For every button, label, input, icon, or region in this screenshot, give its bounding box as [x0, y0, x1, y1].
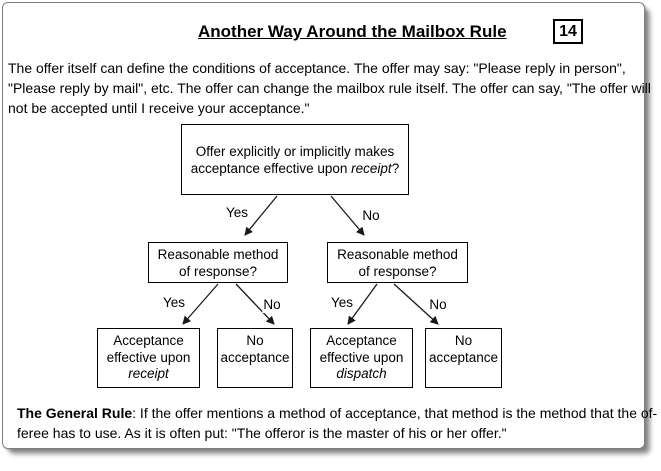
question-left-line-2: of response?	[178, 263, 258, 279]
outcome-box-dispatch: Acceptance effective upon dispatch	[310, 328, 413, 388]
general-rule-line-2: feree has to use. As it is often put: "T…	[17, 425, 507, 441]
root-question-line2-prefix: acceptance effective upon	[190, 160, 352, 176]
branch-label-right-no: No	[428, 296, 448, 313]
page-number-box: 14	[553, 19, 583, 44]
page-number: 14	[559, 22, 577, 40]
general-rule-lead: The General Rule	[17, 405, 133, 421]
branch-label-left-no: No	[262, 296, 282, 313]
outcome-no-right-line-2: acceptance	[428, 349, 499, 365]
intro-paragraph: The offer itself can define the conditio…	[8, 58, 651, 118]
branch-label-root-no: No	[361, 207, 381, 224]
outcome-dispatch-line-1: Acceptance	[326, 333, 397, 348]
outcome-no-right-line-1: No	[454, 333, 473, 348]
outcome-receipt-line-3-italic: receipt	[128, 366, 169, 381]
intro-line-2: "Please reply by mail", etc. The offer c…	[8, 80, 651, 96]
slide-title: Another Way Around the Mailbox Rule	[198, 22, 507, 41]
outcome-box-no-acceptance-left: No acceptance	[217, 328, 293, 388]
root-question-line2-suffix: ?	[391, 160, 400, 176]
outcome-box-receipt: Acceptance effective upon receipt	[97, 328, 200, 388]
outcome-dispatch-line-3-italic: dispatch	[336, 366, 387, 381]
outcome-no-left-line-2: acceptance	[220, 349, 290, 365]
flowchart-root-question-box: Offer explicitly or implicitly makes acc…	[181, 124, 409, 195]
outcome-box-no-acceptance-right: No acceptance	[425, 328, 502, 388]
outcome-receipt-line-1: Acceptance	[113, 333, 184, 348]
outcome-no-left-line-1: No	[246, 333, 264, 348]
outcome-dispatch-line-2: effective upon	[319, 349, 404, 365]
branch-label-left-yes: Yes	[161, 294, 187, 311]
branch-label-root-yes: Yes	[224, 204, 250, 221]
general-rule-paragraph: The General Rule: If the offer mentions …	[17, 403, 657, 443]
root-question-line-2: acceptance effective upon receipt?	[191, 160, 399, 177]
general-rule-line-1-rest: : If the offer mentions a method of acce…	[132, 405, 658, 421]
question-right-line-1: Reasonable method	[337, 246, 458, 262]
question-right-line-2: of response?	[358, 263, 437, 279]
question-left-line-1: Reasonable method	[157, 246, 279, 262]
root-question-line2-italic: receipt	[351, 160, 392, 176]
intro-line-3: not be accepted until I receive your acc…	[8, 100, 310, 116]
flowchart-question-right-box: Reasonable method of response?	[327, 242, 468, 283]
branch-label-right-yes: Yes	[329, 294, 355, 311]
root-question-line-1: Offer explicitly or implicitly makes	[195, 143, 395, 159]
general-rule-line-1: The General Rule: If the offer mentions …	[17, 403, 657, 423]
flowchart-question-left-box: Reasonable method of response?	[148, 242, 288, 283]
intro-line-1: The offer itself can define the conditio…	[8, 60, 626, 76]
outcome-receipt-line-2: effective upon	[106, 349, 191, 365]
